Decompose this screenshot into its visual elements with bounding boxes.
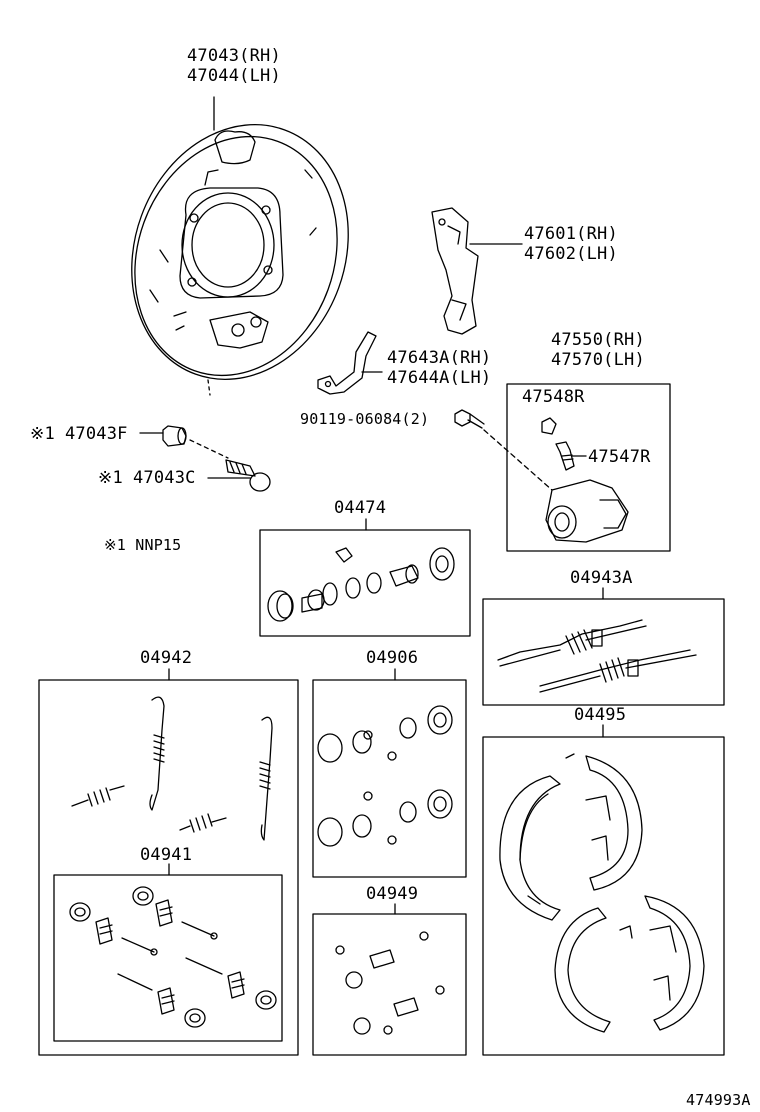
backing-plate-drawing [131, 96, 349, 396]
kit-04941-parts [69, 886, 277, 1028]
backing-plate-rh-label: 47043(RH) [187, 46, 281, 66]
nut-label: 47043F [65, 424, 128, 444]
bracket-rh-label: 47643A(RH) [387, 348, 492, 368]
bracket-drawing [317, 331, 383, 395]
kit-04949-label: 04949 [366, 884, 419, 904]
bolt-label: 90119-06084(2) [300, 410, 430, 428]
cylinder-rh-label: 47550(RH) [551, 330, 645, 350]
kit-04906-label: 04906 [366, 648, 419, 668]
wheel-cylinder-drawing [454, 409, 629, 543]
nut-mark: ※1 [30, 424, 55, 444]
kit-04906-parts [317, 705, 453, 847]
kit-04943a-parts [497, 619, 697, 693]
bleeder-cap-label: 47548R [522, 387, 585, 407]
kit-04943a-label: 04943A [570, 568, 633, 588]
lever-rh-label: 47601(RH) [524, 224, 618, 244]
kit-04941-label: 04941 [140, 845, 193, 865]
stud-mark: ※1 [98, 468, 123, 488]
kit-04949-parts [335, 931, 445, 1035]
kit-04474-label: 04474 [334, 498, 387, 518]
kit-04942-parts [71, 696, 273, 841]
nut-stud-drawing [139, 425, 271, 492]
kit-04495-parts [499, 753, 705, 1033]
figure-id-label: 474993A [686, 1091, 751, 1109]
bleeder-plug-label: 47547R [588, 447, 651, 467]
note-label: ※1 NNP15 [104, 536, 182, 554]
parking-lever-drawing [431, 207, 523, 335]
cylinder-lh-label: 47570(LH) [551, 350, 645, 370]
stud-label: 47043C [133, 468, 196, 488]
backing-plate-lh-label: 47044(LH) [187, 66, 281, 86]
kit-04474-parts [267, 547, 455, 622]
lever-lh-label: 47602(LH) [524, 244, 618, 264]
bracket-lh-label: 47644A(LH) [387, 368, 492, 388]
kit-04495-label: 04495 [574, 705, 627, 725]
kit-04942-label: 04942 [140, 648, 193, 668]
